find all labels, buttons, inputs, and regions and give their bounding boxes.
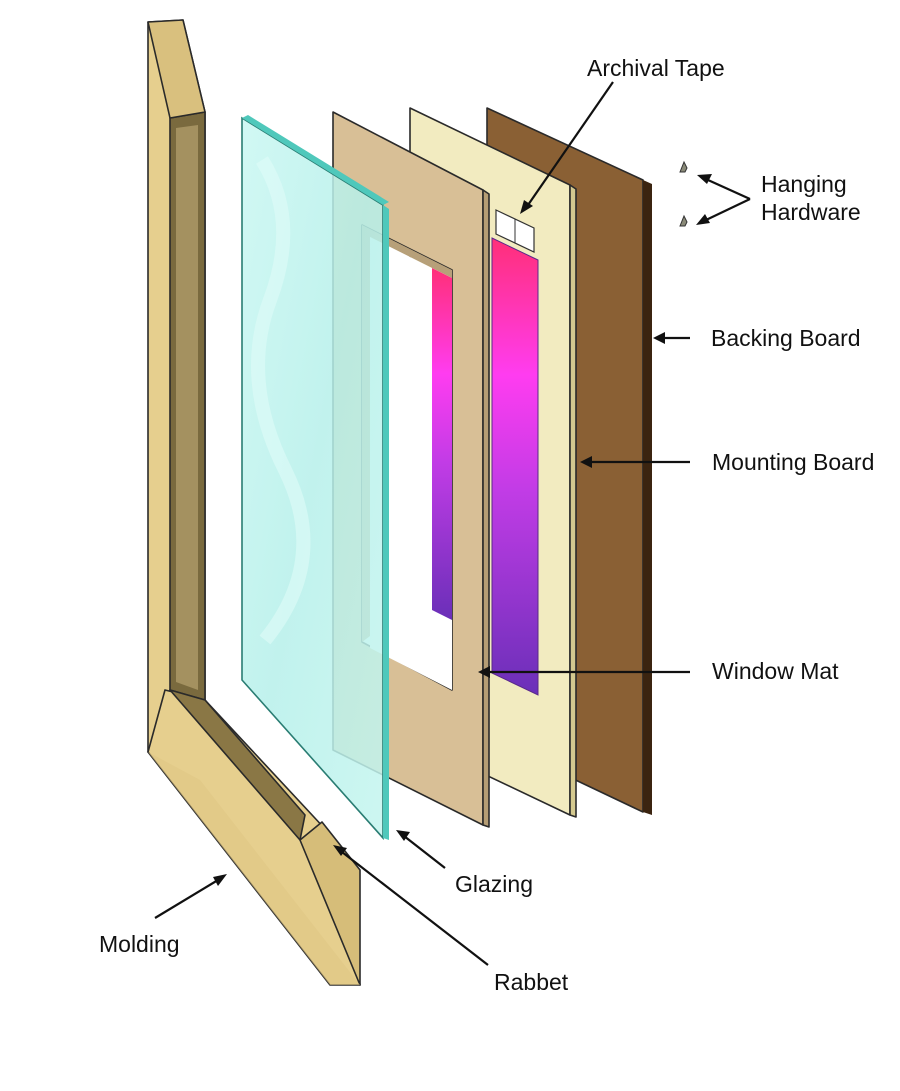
label-glazing: Glazing [455, 871, 533, 897]
arrow-archival-tape [527, 81, 614, 206]
molding [147, 19, 361, 986]
arrow-hardware-upper [707, 178, 751, 201]
hanging-hardware [679, 160, 688, 227]
arrow-molding [154, 879, 219, 919]
label-window-mat: Window Mat [712, 658, 839, 684]
label-rabbet: Rabbet [494, 969, 569, 995]
leader-arrows [154, 81, 751, 966]
label-archival-tape: Archival Tape [587, 55, 725, 81]
archival-tape [495, 209, 535, 253]
arrow-rabbet [341, 851, 489, 966]
artwork-print [491, 237, 539, 696]
label-backing-board: Backing Board [711, 325, 861, 351]
label-molding: Molding [99, 931, 180, 957]
arrow-glazing [403, 835, 446, 869]
label-hanging-hardware-line1: Hanging [761, 171, 847, 197]
glazing [241, 115, 389, 841]
label-hanging-hardware-line2: Hardware [761, 199, 861, 225]
arrow-hardware-lower [705, 198, 751, 221]
label-mounting-board: Mounting Board [712, 449, 874, 475]
